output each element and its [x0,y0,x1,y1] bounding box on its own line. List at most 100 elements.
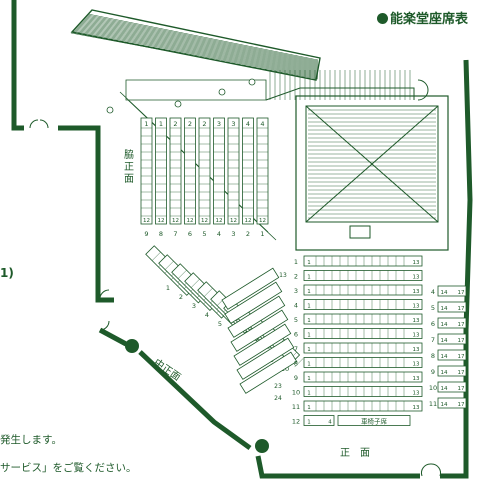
waki-row-number: 5 [202,230,206,238]
naka-row-number: 5 [218,320,222,328]
shomen-seat-number: 1 [307,405,311,411]
right-row-number: 7 [431,336,435,344]
shomen-row-box [303,313,423,325]
shomen-seat-number: 1 [307,260,311,266]
walls [11,0,473,479]
naka-seat-number: 13 [279,272,287,279]
waki-column [198,117,211,225]
shomen-row-number: 5 [294,316,298,324]
waki-seat-number: 12 [187,218,194,224]
shomen-seat-number: 13 [413,347,420,353]
right-seat-number: 14 [441,322,448,328]
shomen-row-number: 1 [294,258,298,266]
waki-row-number: 2 [246,230,250,238]
shomen-row-box [303,371,423,383]
right-seat-number: 17 [458,290,465,296]
wall-bottom [255,455,420,479]
shomen-seat-number: 13 [413,362,420,368]
right-row-box [437,301,467,313]
shomen-seat-number: 1 [307,318,311,324]
waki-column [184,117,196,225]
waki-column [227,117,240,225]
shomen-row-box [303,328,423,339]
shomen-seat-number: 1 [307,347,311,353]
shomen-seat-number: 1 [307,362,311,368]
right-row-number: 9 [431,368,435,376]
stage-outer [295,95,449,251]
waki-seat-number: 12 [216,218,223,224]
right-row-number: 5 [431,304,435,312]
right-row-number: 6 [431,320,435,328]
door-top-left [29,119,49,129]
naka-seat-line [164,260,174,270]
bridge-hatch [78,23,319,71]
shomen-seat-number: 13 [413,376,420,382]
shomen-seat-number: 1 [307,275,311,281]
bridge-hatch [72,30,319,78]
waki-shomen-label: 脇正面 [124,150,134,185]
naka-seat-line [177,269,187,279]
naka-lower-row [236,337,295,380]
shomen-row-number: 7 [294,345,298,353]
right-seat-number: 14 [441,290,448,296]
bridge-hatch [86,15,319,63]
naka-lower-row [227,295,286,338]
note-line-2: サービス」をご覧ください。 [0,462,137,474]
post-marker [248,78,256,86]
waki-column-label: 2 [173,120,177,128]
shomen-seat-number: 13 [413,275,420,281]
naka-lower-row [221,267,280,310]
shomen-seat-number: 1 [307,289,311,295]
right-seat-number: 17 [458,386,465,392]
right-row-box [437,333,467,345]
wall-left-top [11,0,24,131]
shomen-row-box [303,270,423,281]
door-left [99,289,110,331]
noh-stage [295,95,449,251]
right-seat-number: 17 [458,322,465,328]
wall-left-angle [98,327,128,347]
bridge-hatch [85,16,319,64]
shomen-row-number: 4 [294,302,298,310]
waki-row-number: 4 [217,230,221,238]
waki-seat-number: 12 [230,218,237,224]
waki-column [169,117,182,225]
naka-lower-row [239,351,298,394]
shomen-row-number: 10 [292,389,300,397]
post-marker [218,88,226,96]
shomen-seat-number: 1 [307,304,311,310]
waki-row-number: 6 [188,230,192,238]
shomen-row-box [303,255,423,267]
waki-column-label: 2 [188,120,192,128]
shomen-label: 正 面 [340,448,370,459]
wheelchair-box [337,415,411,426]
naka-row-number: 2 [179,293,183,301]
right-seat-number: 17 [458,402,465,408]
bridge-hatch [74,28,319,76]
pillar-2 [255,439,269,453]
waki-row-number: 3 [231,230,235,238]
shomen-seat-number: 1 [307,420,311,426]
shomen-seat-number: 13 [413,304,420,310]
right-seat-number: 14 [441,402,448,408]
right-row-box [437,397,467,409]
naka-lower-row [230,309,289,352]
shomen-seat-number: 1 [307,391,311,397]
right-seat-number: 17 [458,338,465,344]
shomen-seat-number: 1 [307,376,311,382]
shomen-row-number: 12 [292,418,300,426]
right-row-box [437,365,467,377]
bridge-hatch [75,27,319,75]
shomen-seat-number: 13 [413,333,420,339]
naka-seat-number: 24 [274,395,282,402]
right-row-box [437,349,467,361]
right-row-box [437,285,467,297]
shomen-row-box [303,342,423,354]
bridge-outline [70,9,321,81]
shomen-row-box [303,386,423,397]
